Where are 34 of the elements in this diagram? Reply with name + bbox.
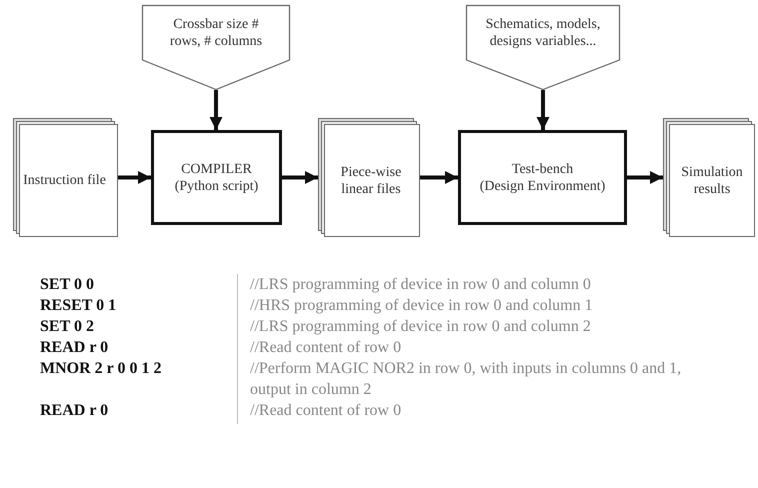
input-callout: [142, 5, 290, 90]
comment-text: //HRS programming of device in row 0 and column 1: [250, 296, 594, 316]
process-box: [458, 130, 627, 225]
document-stack: [318, 118, 420, 237]
arrow: [210, 90, 222, 130]
comment-text: //Perform MAGIC NOR2 in row 0, with inputs in columns 0 and 1, output in column 2: [250, 359, 682, 400]
node-text: Simulation results: [680, 164, 744, 198]
arrow: [420, 171, 458, 184]
instruction-text: SET 0 0: [40, 275, 94, 295]
comment-text: //LRS programming of device in row 0 and column 2: [250, 317, 592, 337]
process-box: [151, 130, 282, 225]
input-callout: [466, 5, 620, 90]
node-text: Test-bench: [512, 160, 574, 178]
comment-text: //Read content of row 0: [250, 401, 402, 421]
document-stack: [13, 118, 118, 237]
arrow: [282, 171, 318, 184]
node-text: (Design Environment): [480, 178, 606, 194]
instruction-text: READ r 0: [40, 338, 108, 358]
node-text: COMPILER: [181, 160, 252, 178]
comment-text: //Read content of row 0: [250, 338, 402, 358]
comment-text: //LRS programming of device in row 0 and column 0: [250, 275, 592, 295]
arrow: [118, 171, 151, 184]
node-text: Schematics, models, designs variables...: [484, 16, 602, 50]
instruction-text: SET 0 2: [40, 317, 94, 337]
arrow: [536, 90, 550, 130]
node-text: Instruction file: [23, 172, 106, 189]
document-stack: [663, 118, 755, 237]
node-text: Crossbar size # rows, # columns: [168, 16, 264, 50]
instruction-text: READ r 0: [40, 401, 108, 421]
node-text: (Python script): [174, 178, 258, 194]
arrow: [627, 171, 663, 184]
instruction-text: RESET 0 1: [40, 296, 116, 316]
node-text: Piece-wise linear files: [340, 164, 402, 198]
instruction-text: MNOR 2 r 0 0 1 2: [40, 359, 162, 379]
